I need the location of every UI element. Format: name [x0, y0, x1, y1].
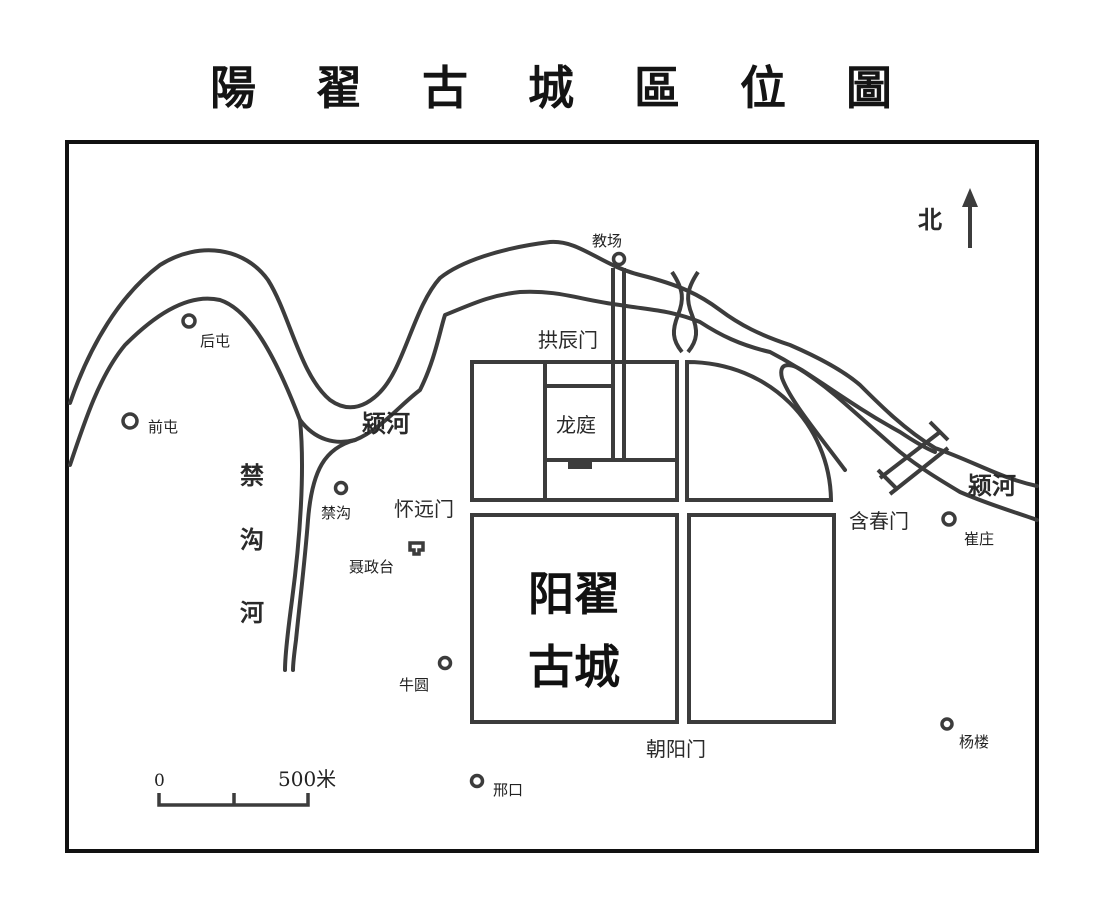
place-label-yanglou: 杨楼 [959, 733, 989, 751]
place-label-niepengtai: 聂政台 [349, 558, 394, 576]
north-arrow-label: 北 [918, 205, 942, 234]
place-label-qiantun: 前屯 [148, 418, 178, 436]
village-marker-jingou [333, 480, 349, 496]
city-wall-northeast [685, 359, 834, 502]
north-bridge-right [686, 270, 700, 354]
palace-label: 龙庭 [556, 413, 596, 437]
city-name-line2: 古城 [528, 640, 620, 694]
palace-block [543, 360, 679, 502]
north-arrow-head [962, 188, 978, 207]
city-wall-southeast [687, 513, 836, 724]
place-label-jiaochang: 教场 [592, 232, 622, 250]
place-label-xingkou: 邢口 [493, 781, 523, 799]
place-label-jingou: 禁沟 [321, 504, 351, 522]
gate-west-label: 怀远门 [394, 497, 454, 521]
village-marker-yanglou [940, 717, 954, 731]
village-marker-xingkou [469, 773, 485, 789]
place-label-cuizhuang: 崔庄 [964, 530, 994, 548]
ying-river-south-bank [68, 289, 1039, 522]
palace-hall [568, 460, 592, 469]
ying-river-label-east: 颍河 [968, 471, 1016, 500]
jingou-river-bank-b [291, 438, 357, 672]
place-label-niuyuan: 牛圆 [399, 676, 429, 694]
scale-bar-start-label: 0 [154, 771, 165, 791]
scale-bar-line [157, 793, 310, 807]
east-bridge-a [878, 430, 942, 480]
north-arrow: 北 [918, 188, 978, 248]
village-marker-cuizhuang [941, 511, 957, 527]
jingou-river-bank-a [283, 418, 304, 672]
jingou-river-label-char1: 禁 [240, 461, 264, 490]
village-marker-niuyuan [437, 655, 453, 671]
ying-river-inner-loop [779, 363, 937, 472]
village-marker-niepengtai [408, 541, 425, 556]
village-marker-qiantun [121, 412, 139, 430]
map-title: 陽 翟 古 城 區 位 圖 [209, 61, 915, 115]
ying-river-north-bank [68, 239, 1039, 488]
ying-river-label-center: 颍河 [362, 409, 410, 438]
scale-bar-end-label: 500米 [278, 767, 336, 791]
east-bridge-bottom [876, 468, 900, 492]
north-bridge-left [670, 270, 684, 354]
place-label-houtun: 后屯 [200, 332, 230, 350]
village-marker-houtun [181, 313, 197, 329]
city-wall-southwest [470, 513, 679, 724]
gate-south-label: 朝阳门 [646, 737, 706, 761]
gate-east-label: 含春门 [849, 509, 909, 533]
map-frame [65, 140, 1039, 853]
city-name-line1: 阳翟 [528, 567, 620, 621]
gate-north-label: 拱辰门 [538, 328, 598, 352]
jingou-river-label-char3: 河 [240, 598, 264, 627]
east-bridge-b [888, 446, 950, 496]
jingou-river-label-char2: 沟 [240, 525, 264, 554]
village-marker-jiaochang [611, 251, 627, 267]
scale-bar: 0 500米 [154, 767, 336, 807]
